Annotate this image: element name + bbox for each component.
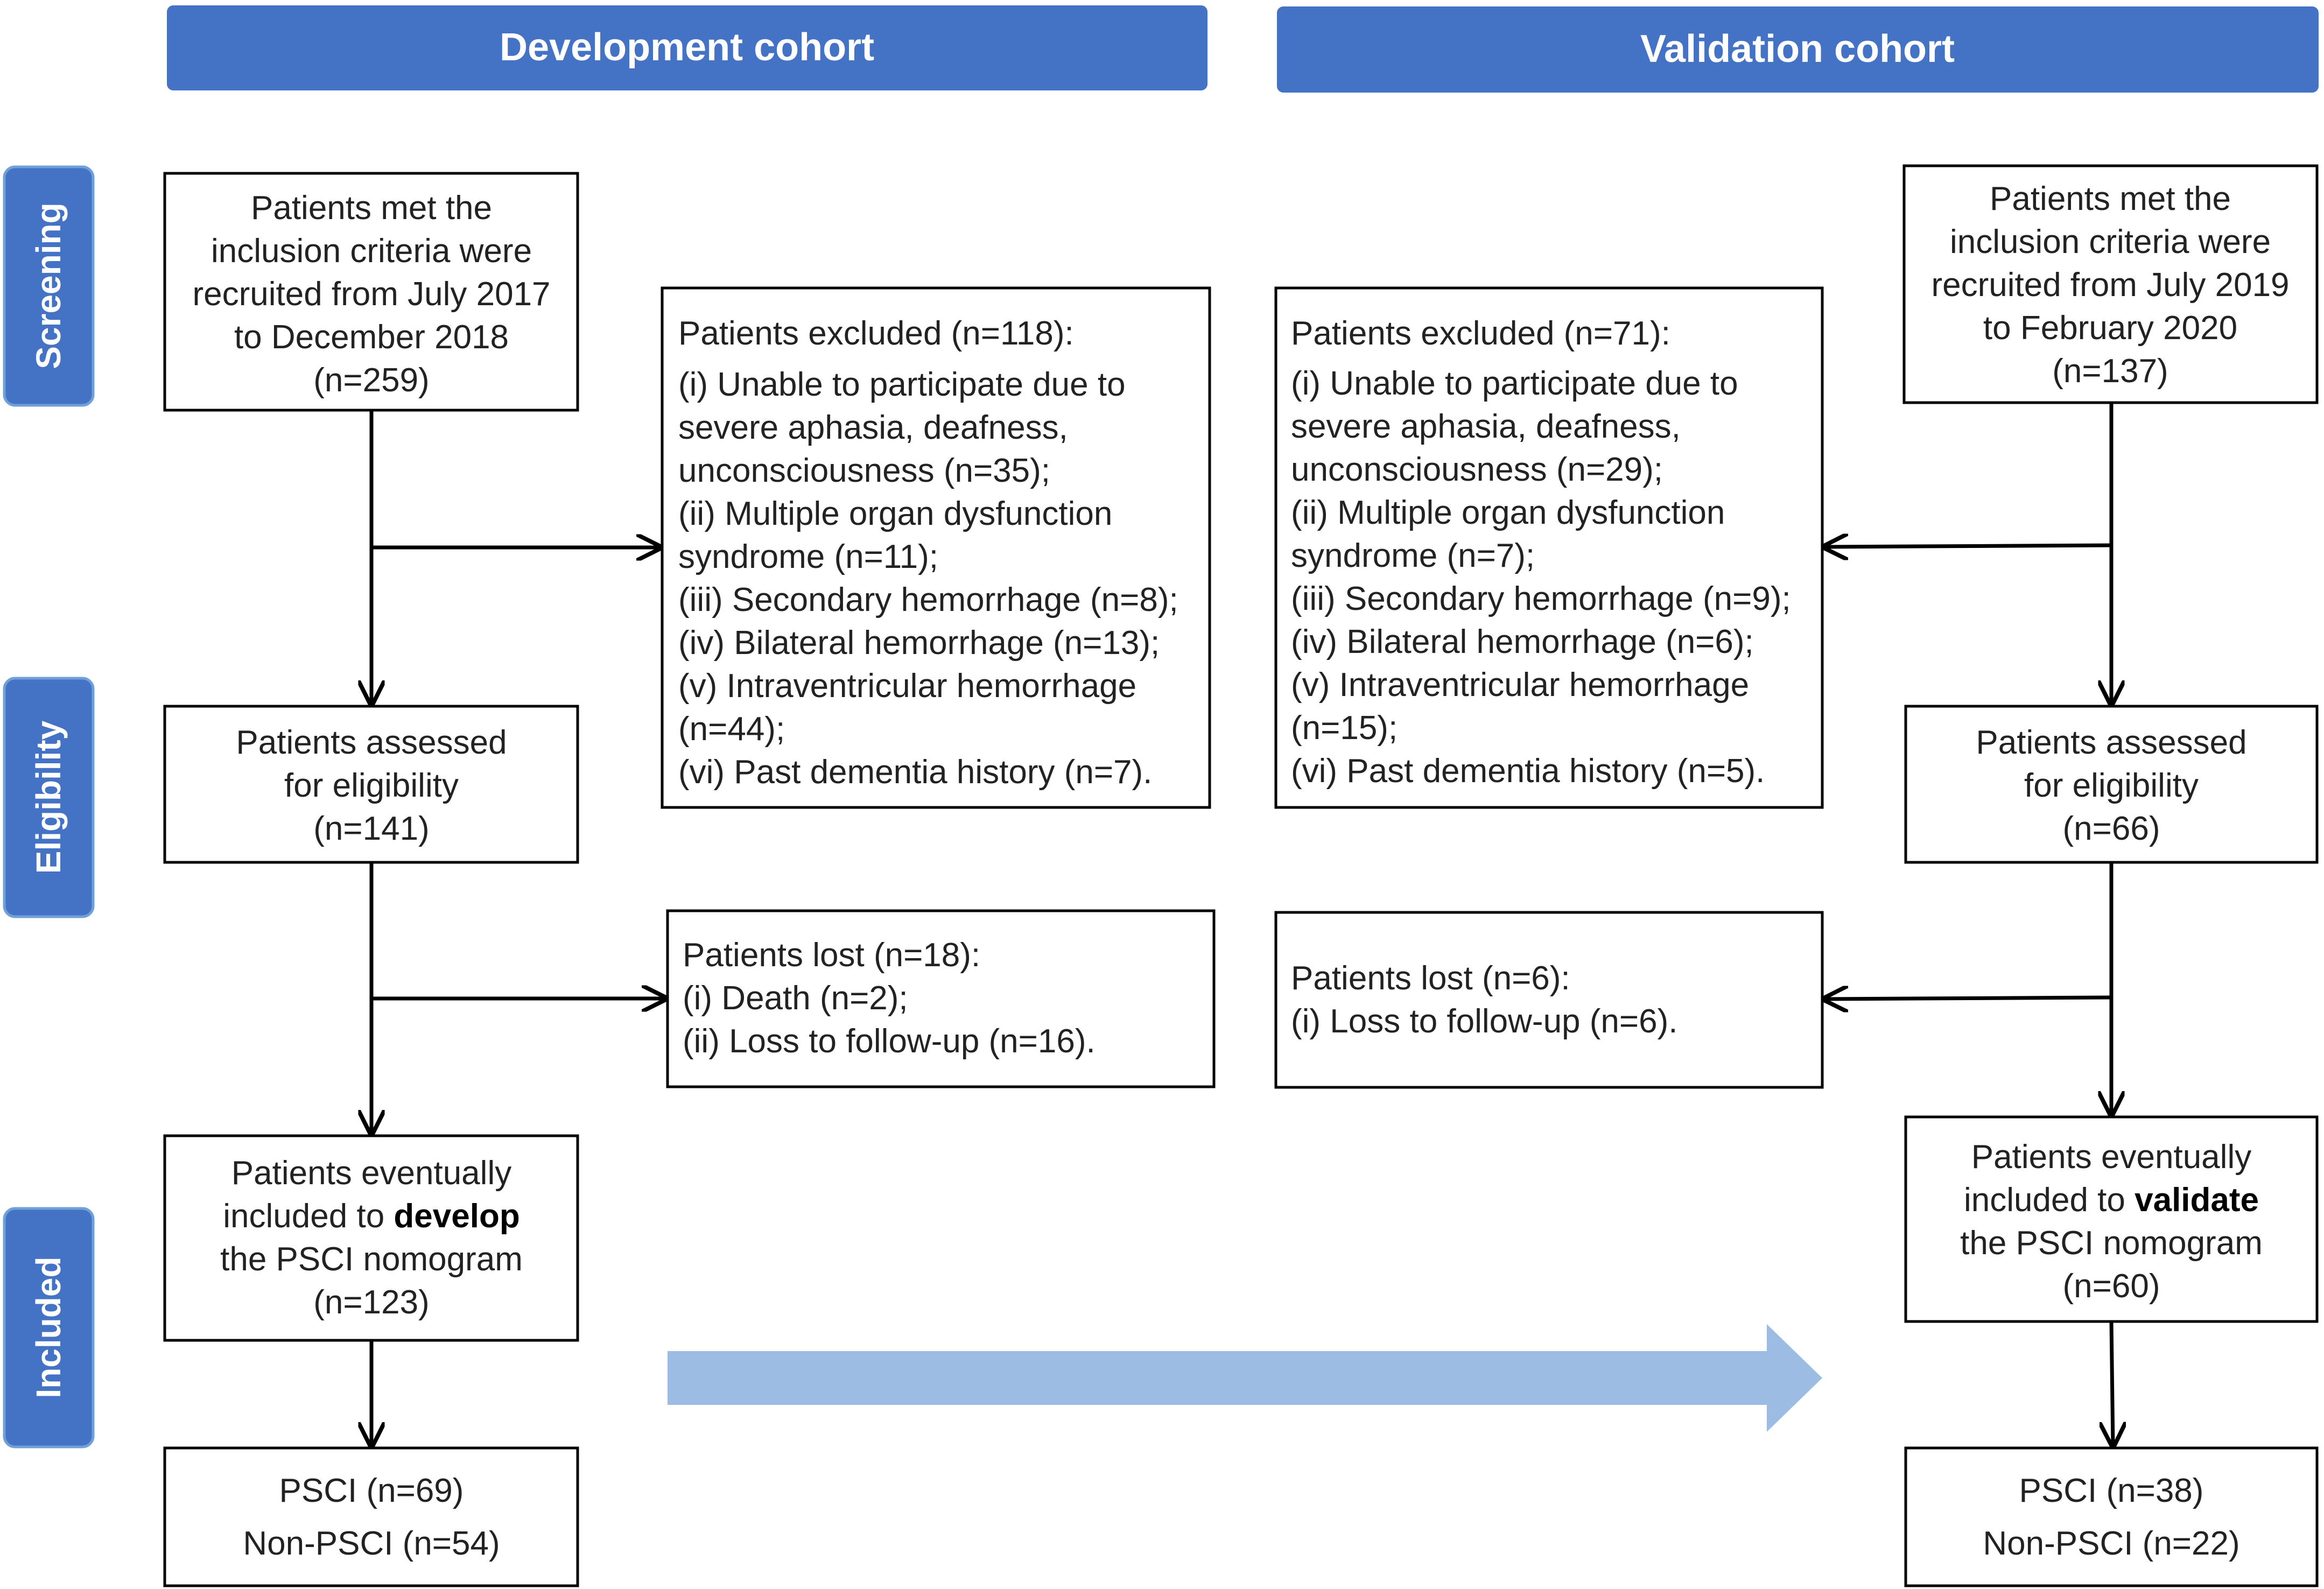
- development-cohort-header: Development cohort: [167, 5, 1207, 90]
- val-recruited-box: [1902, 164, 2319, 404]
- val-excluded-line-9: (v) Intraventricular hemorrhage: [1291, 666, 1749, 704]
- val-included-emphasis: validate: [2135, 1182, 2259, 1219]
- val-recruited-line-4: to February 2020: [1983, 310, 2237, 347]
- dev-recruited-line-3: recruited from July 2017: [192, 276, 550, 313]
- dev-included-line-4: (n=123): [313, 1284, 429, 1321]
- dev-included-line-2-text: included to: [223, 1198, 394, 1235]
- val-excluded-line-1: Patients excluded (n=71):: [1291, 315, 1670, 352]
- dev-lost-box: [666, 909, 1216, 1088]
- dev-assessed-line-1: Patients assessed: [236, 724, 507, 761]
- development-cohort-title: Development cohort: [500, 26, 874, 69]
- val-arrow-to-lost: [1824, 997, 2112, 999]
- val-lost-box: [1274, 911, 1824, 1089]
- val-lost-line-1: Patients lost (n=6):: [1291, 960, 1570, 997]
- val-arrow-to-excluded: [1824, 545, 2112, 547]
- connectors: [371, 403, 2113, 1446]
- val-excluded-line-6: syndrome (n=7);: [1291, 537, 1535, 574]
- dev-outcome-non-psci: Non-PSCI (n=54): [243, 1525, 500, 1562]
- val-outcome-non-psci: Non-PSCI (n=22): [1983, 1525, 2239, 1562]
- dev-excluded-line-10: (n=44);: [678, 711, 785, 748]
- val-excluded-line-7: (iii) Secondary hemorrhage (n=9);: [1291, 580, 1791, 617]
- dev-recruited-box: [163, 172, 579, 412]
- dev-excluded-line-2: (i) Unable to participate due to: [678, 366, 1126, 403]
- dev-recruited-line-5: (n=259): [313, 362, 429, 399]
- val-outcome-box: [1904, 1446, 2319, 1587]
- dev-excluded-line-1: Patients excluded (n=118):: [678, 315, 1074, 352]
- validation-cohort-title: Validation cohort: [1640, 27, 1955, 71]
- val-excluded-line-3: severe aphasia, deafness,: [1291, 408, 1681, 445]
- dev-excluded-line-8: (iv) Bilateral hemorrhage (n=13);: [678, 624, 1160, 662]
- val-included-box: [1904, 1115, 2319, 1323]
- dev-recruited-line-1: Patients met the: [251, 189, 492, 227]
- dev-included-emphasis: develop: [394, 1198, 519, 1235]
- development-to-validation-arrow: [668, 1324, 1822, 1432]
- val-included-line-2: included to validate: [1964, 1182, 2259, 1219]
- val-included-line-2-text: included to: [1964, 1182, 2135, 1219]
- phase-screening: Screening: [3, 165, 95, 407]
- dev-excluded-line-11: (vi) Past dementia history (n=7).: [678, 754, 1152, 791]
- val-excluded-line-5: (ii) Multiple organ dysfunction: [1291, 494, 1725, 531]
- val-excluded-line-11: (vi) Past dementia history (n=5).: [1291, 753, 1765, 790]
- val-recruited-line-5: (n=137): [2052, 353, 2168, 390]
- dev-assessed-line-2: for eligibility: [284, 767, 459, 804]
- val-excluded-line-4: unconsciousness (n=29);: [1291, 451, 1663, 488]
- dev-excluded-box: [661, 286, 1211, 809]
- dev-included-line-3: the PSCI nomogram: [220, 1241, 523, 1278]
- dev-outcome-psci: PSCI (n=69): [279, 1472, 464, 1509]
- validation-cohort-header: Validation cohort: [1277, 6, 2319, 93]
- val-excluded-line-8: (iv) Bilateral hemorrhage (n=6);: [1291, 623, 1754, 660]
- phase-screening-label: Screening: [29, 202, 68, 369]
- dev-lost-line-1: Patients lost (n=18):: [683, 937, 980, 974]
- dev-outcome-box: [163, 1446, 579, 1587]
- val-assessed-line-3: (n=66): [2063, 810, 2160, 847]
- dev-excluded-line-5: (ii) Multiple organ dysfunction: [678, 495, 1112, 532]
- dev-excluded-line-7: (iii) Secondary hemorrhage (n=8);: [678, 581, 1178, 618]
- val-recruited-line-3: recruited from July 2019: [1931, 266, 2289, 304]
- dev-excluded-line-6: syndrome (n=11);: [678, 538, 938, 575]
- dev-included-line-2: included to develop: [223, 1198, 519, 1235]
- phase-included-label: Included: [29, 1256, 68, 1398]
- dev-recruited-line-4: to December 2018: [234, 319, 509, 356]
- dev-lost-line-2: (i) Death (n=2);: [683, 980, 908, 1017]
- val-excluded-line-10: (n=15);: [1291, 709, 1398, 747]
- val-excluded-box: [1274, 286, 1824, 809]
- dev-included-box: [163, 1134, 579, 1342]
- val-assessed-line-2: for eligibility: [2024, 767, 2199, 804]
- val-outcome-psci: PSCI (n=38): [2019, 1472, 2204, 1509]
- dev-assessed-line-3: (n=141): [313, 810, 429, 847]
- val-included-line-4: (n=60): [2063, 1268, 2160, 1305]
- val-arrow-included-to-outcome: [2111, 1321, 2113, 1446]
- val-recruited-line-2: inclusion criteria were: [1950, 223, 2271, 261]
- dev-recruited-line-2: inclusion criteria were: [211, 233, 532, 270]
- val-included-line-1: Patients eventually: [1971, 1138, 2251, 1176]
- val-assessed-line-1: Patients assessed: [1976, 724, 2246, 761]
- dev-excluded-line-4: unconsciousness (n=35);: [678, 452, 1050, 489]
- val-lost-line-2: (i) Loss to follow-up (n=6).: [1291, 1003, 1677, 1040]
- dev-included-line-1: Patients eventually: [231, 1155, 511, 1192]
- dev-lost-line-3: (ii) Loss to follow-up (n=16).: [683, 1023, 1096, 1060]
- val-excluded-line-2: (i) Unable to participate due to: [1291, 365, 1738, 402]
- dev-excluded-line-3: severe aphasia, deafness,: [678, 409, 1068, 446]
- val-included-line-3: the PSCI nomogram: [1960, 1225, 2263, 1262]
- dev-assessed-box: [163, 705, 579, 864]
- phase-included: Included: [3, 1207, 95, 1449]
- phase-eligibility-label: Eligibility: [29, 720, 68, 874]
- phase-eligibility: Eligibility: [3, 677, 95, 918]
- dev-excluded-line-9: (v) Intraventricular hemorrhage: [678, 667, 1136, 705]
- val-recruited-line-1: Patients met the: [1990, 180, 2231, 217]
